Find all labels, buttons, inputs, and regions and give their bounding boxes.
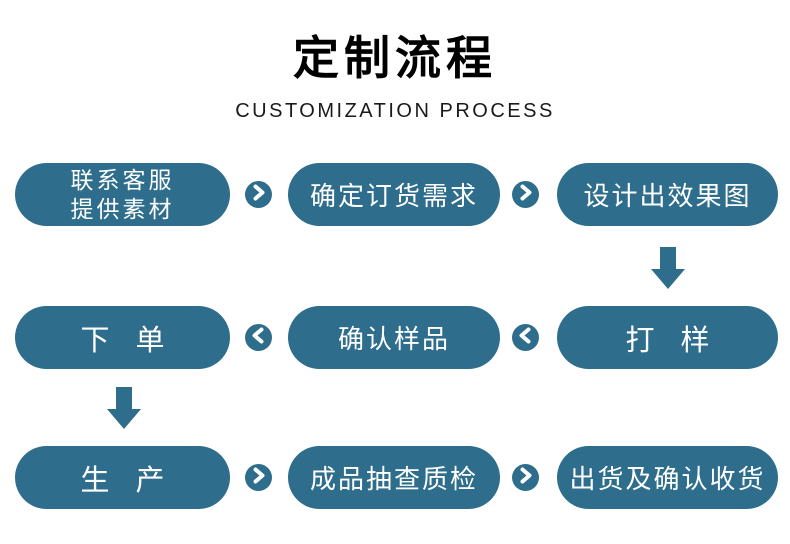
step-label: 设计出效果图 <box>583 181 752 211</box>
connector-row3-b <box>512 464 539 491</box>
chevron-right-icon <box>245 179 272 211</box>
connector-row1-b <box>512 181 539 208</box>
step-confirm-sample: 确认样品 <box>288 306 500 369</box>
chevron-right-icon <box>512 179 539 211</box>
block-arrow-down-icon <box>651 247 685 289</box>
step-contact-service: 联系客服 提供素材 <box>15 163 230 226</box>
connector-row1-a <box>245 181 272 208</box>
step-label: 下 单 <box>80 324 174 357</box>
step-production: 生 产 <box>15 446 230 509</box>
step-confirm-order: 确定订货需求 <box>288 163 500 226</box>
step-label: 确定订货需求 <box>309 181 478 211</box>
page-title: 定制流程 <box>293 32 497 84</box>
step-label: 生 产 <box>80 464 174 497</box>
step-design-render: 设计出效果图 <box>557 163 778 226</box>
step-label: 提供素材 <box>70 195 175 222</box>
step-proofing: 打 样 <box>557 306 778 369</box>
connector-row3-a <box>245 464 272 491</box>
step-label: 成品抽查质检 <box>309 464 478 494</box>
step-place-order: 下 单 <box>15 306 230 369</box>
chevron-left-icon <box>512 322 539 354</box>
step-label: 联系客服 <box>70 166 175 193</box>
connector-row2-b <box>512 324 539 351</box>
connector-row2-a <box>245 324 272 351</box>
chevron-right-icon <box>512 462 539 494</box>
step-label: 打 样 <box>625 324 719 357</box>
step-shipping-receipt: 出货及确认收货 <box>557 446 778 509</box>
step-label: 确认样品 <box>337 324 450 354</box>
block-arrow-down-icon <box>107 387 141 429</box>
step-label: 出货及确认收货 <box>569 464 766 494</box>
step-quality-check: 成品抽查质检 <box>288 446 500 509</box>
chevron-right-icon <box>245 462 272 494</box>
chevron-left-icon <box>245 322 272 354</box>
page-subtitle: CUSTOMIZATION PROCESS <box>235 100 555 122</box>
